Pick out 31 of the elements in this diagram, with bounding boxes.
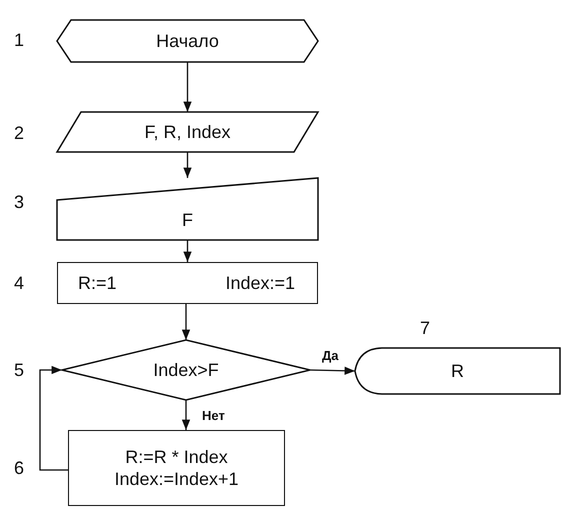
node-text: F [182, 208, 193, 232]
start-terminal [57, 20, 318, 62]
manual-input-shape [57, 178, 318, 240]
process-box [68, 430, 285, 506]
decision-diamond [62, 340, 310, 400]
node-text: Index:=1 [225, 272, 295, 294]
step-number: 6 [14, 458, 24, 479]
step-number: 2 [14, 123, 24, 144]
arrow [39, 366, 68, 471]
node-text: R:=R * Index Index:=Index+1 [113, 446, 240, 490]
step-number: 5 [14, 360, 24, 381]
arrow [183, 240, 192, 262]
output-display-shape [355, 348, 560, 394]
step-number: 4 [14, 273, 24, 294]
input-parallelogram [57, 112, 318, 152]
edge-label: Да [320, 348, 340, 363]
node-text: R [451, 360, 464, 382]
arrow [182, 304, 190, 340]
node-text: Начало [156, 30, 219, 52]
arrow [310, 366, 356, 375]
step-number: 3 [14, 192, 24, 213]
node-text: F, R, Index [144, 120, 231, 144]
arrow [183, 152, 192, 178]
step-number: 7 [420, 318, 430, 339]
arrow [182, 400, 190, 430]
edge-label: Нет [200, 408, 227, 423]
step-number: 1 [14, 30, 24, 51]
node-text: R:=1 [78, 272, 117, 294]
arrow [183, 62, 192, 112]
node-text: Index>F [153, 358, 219, 382]
process-box [57, 262, 318, 304]
